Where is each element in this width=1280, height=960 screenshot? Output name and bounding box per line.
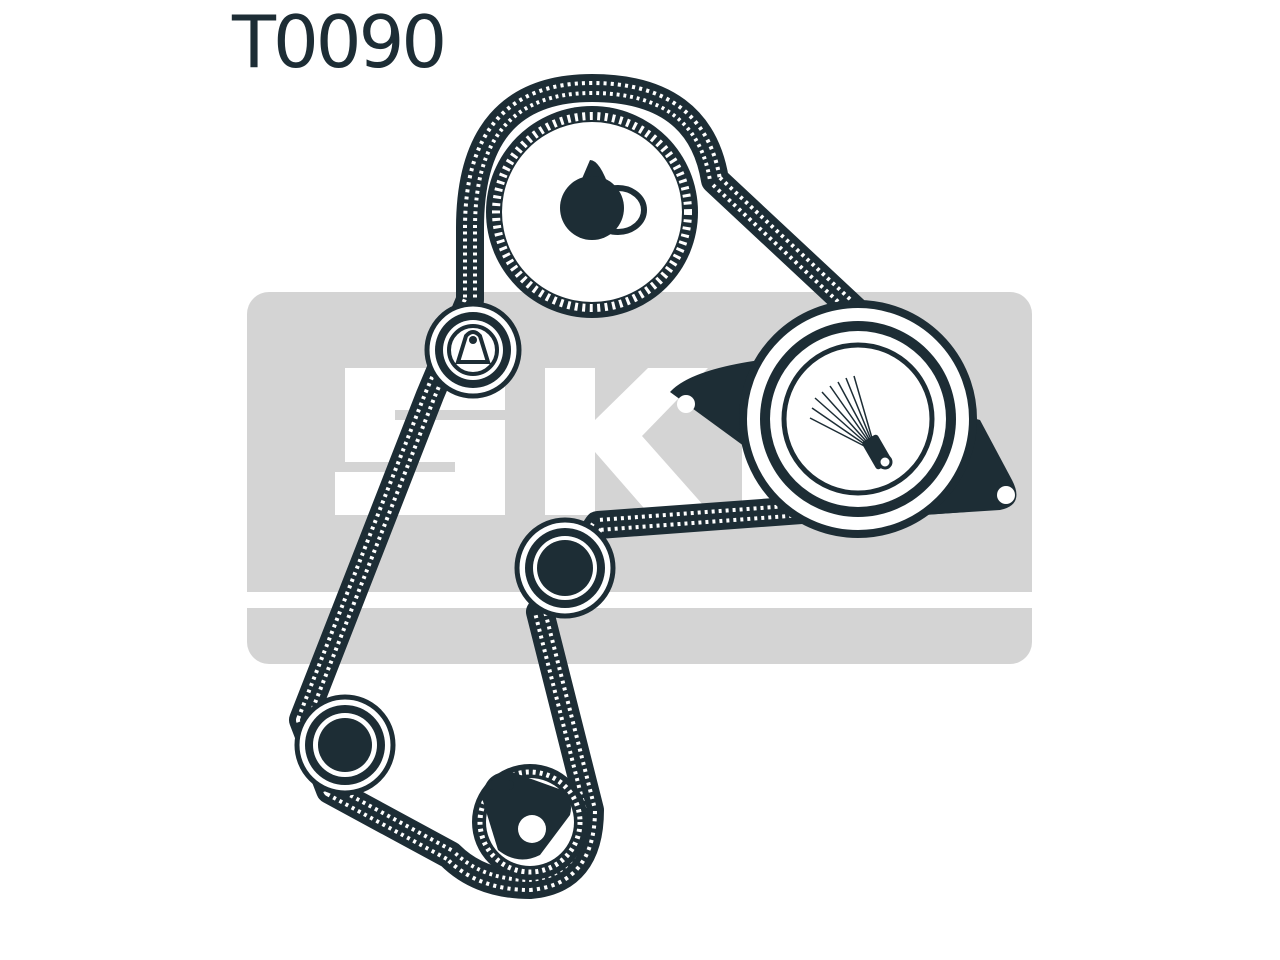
idler-bolt-icon <box>455 330 491 364</box>
camshaft-key-icon <box>560 160 647 240</box>
middle-idler-pulley <box>514 517 616 619</box>
timing-belt <box>289 74 979 899</box>
part-code-title: T0090 <box>232 0 447 84</box>
camshaft-sprocket <box>486 106 698 318</box>
adjuster-bolt-icon <box>862 434 893 470</box>
upper-idler-pulley <box>424 301 522 399</box>
tensioner-pulley <box>670 300 1017 538</box>
lower-left-idler-pulley <box>294 694 396 796</box>
crankshaft-key-icon <box>482 771 571 860</box>
crankshaft-sprocket <box>472 764 588 880</box>
